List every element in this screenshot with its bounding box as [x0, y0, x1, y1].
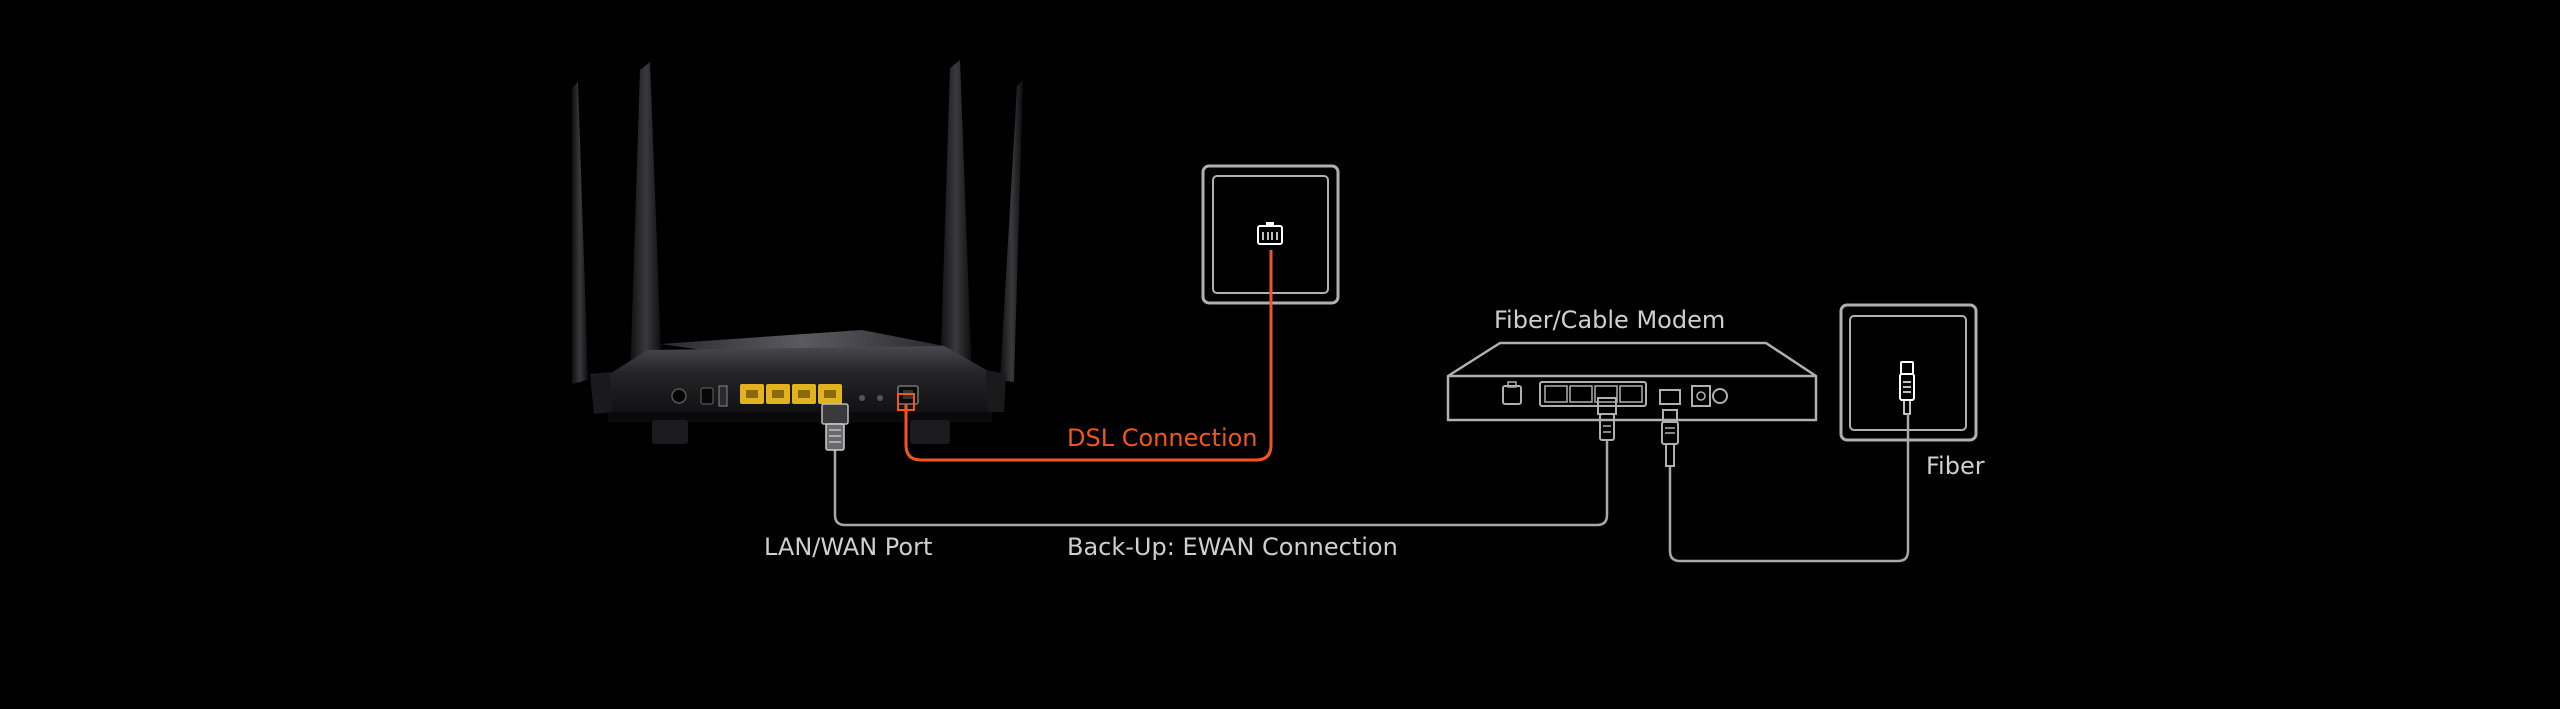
- fiber-wall-socket-icon: [1899, 361, 1915, 415]
- rj11-wall-socket-icon: [1257, 222, 1283, 245]
- router-icon: [572, 60, 1023, 444]
- modem-icon: [1502, 381, 1728, 407]
- dsl-connection-line: [904, 250, 1273, 462]
- lan-ports: [740, 384, 842, 404]
- backup-ewan-connection-label: Back-Up: EWAN Connection: [1067, 533, 1398, 561]
- fiber-label: Fiber: [1926, 452, 1985, 480]
- lan-wan-plug-icon: [821, 403, 849, 451]
- ewan-connection-line: [833, 440, 1609, 527]
- fiber-plug-icon: [1661, 409, 1679, 467]
- fiber-cable-modem: [1446, 341, 1818, 422]
- lan-wan-port-label: LAN/WAN Port: [764, 533, 933, 561]
- fiber-cable-modem-label: Fiber/Cable Modem: [1494, 306, 1726, 334]
- dsl-connection-label: DSL Connection: [1067, 424, 1258, 452]
- modem-lan-plug-icon: [1597, 397, 1617, 441]
- fiber-connection-line: [1668, 414, 1910, 563]
